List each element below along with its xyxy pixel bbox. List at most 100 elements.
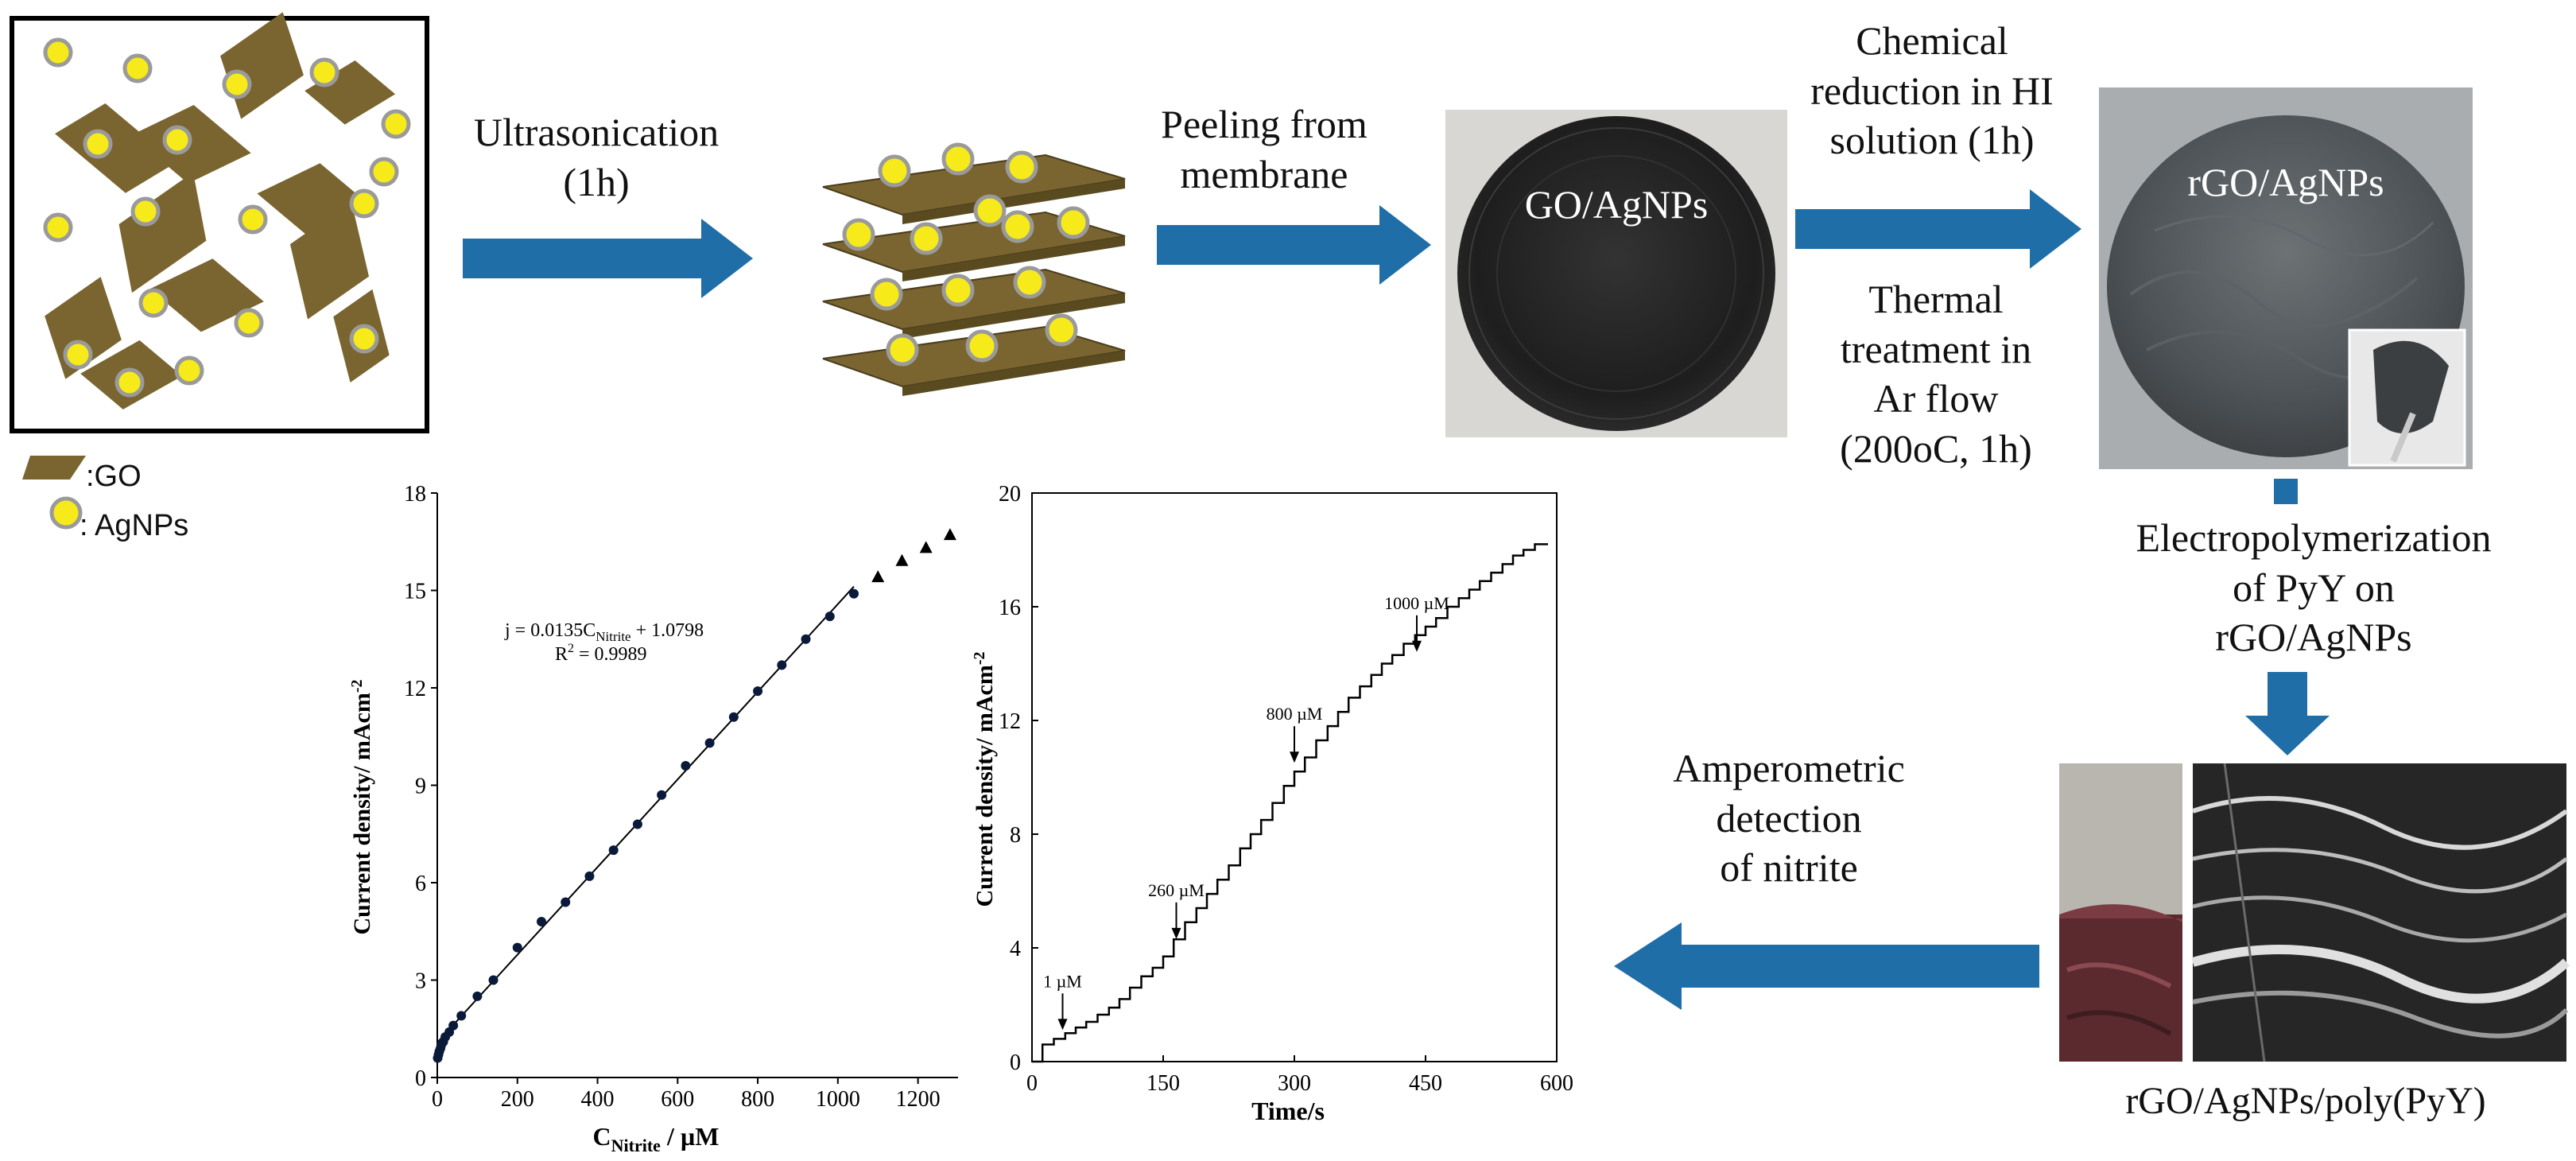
dispersion-box	[10, 12, 429, 433]
calibration-y-tick-label: 9	[415, 775, 426, 799]
amperometric-annotation: 260 µM	[1148, 880, 1205, 900]
amperometric-annotation: 1 µM	[1043, 971, 1082, 991]
stacked-agnp-particle	[886, 333, 919, 367]
stacked-agnp-particle	[1013, 266, 1046, 299]
photo-rgo-agnps: rGO/AgNPs	[2099, 87, 2473, 469]
calibration-point	[849, 588, 859, 599]
agnp-particle	[114, 367, 145, 398]
stacked-agnp-particle	[1057, 206, 1090, 239]
step-chemical-label: Chemical reduction in HI solution (1h)	[1789, 16, 2075, 165]
agnp-particle	[130, 196, 161, 227]
go-flake	[220, 12, 304, 119]
calibration-point	[584, 871, 595, 881]
calibration-x-tick-label: 400	[581, 1087, 615, 1112]
agnp-particle	[43, 212, 73, 243]
calibration-point	[681, 761, 691, 771]
agnp-particle	[122, 53, 153, 83]
amperometric-y-tick-label: 4	[1010, 937, 1021, 961]
agnp-particle	[369, 157, 399, 187]
step-ultrasonication-line1: Ultrasonication	[473, 110, 720, 154]
step-chemical-line3: solution (1h)	[1829, 118, 2035, 162]
photo-final-label: rGO/AgNPs/poly(PyY)	[2125, 1080, 2486, 1122]
step-thermal-line3: Ar flow	[1873, 376, 1999, 421]
calibration-triangle-point	[943, 528, 956, 541]
calibration-point	[537, 917, 546, 926]
calibration-point	[657, 790, 667, 800]
arrow-right-2	[1157, 205, 1431, 285]
agnp-particle	[309, 57, 339, 87]
photo-go-agnps: GO/AgNPs	[1445, 110, 1787, 437]
go-flake	[118, 172, 207, 293]
agnp-particle	[43, 37, 73, 68]
agnp-particle	[381, 109, 411, 139]
agnp-particle	[222, 69, 252, 99]
amperometric-annotation-arrowhead	[1057, 1019, 1068, 1031]
amperometric-y-tick-label: 12	[999, 709, 1021, 734]
agnp-particle	[138, 288, 169, 318]
amperometric-annotation: 1000 µM	[1384, 593, 1449, 613]
go-flake	[149, 258, 264, 332]
calibration-point	[608, 845, 619, 856]
step-thermal-line4: (200oC, 1h)	[1840, 425, 2032, 471]
legend-symbols	[22, 456, 86, 530]
calibration-point	[448, 1020, 459, 1031]
calibration-equation: j = 0.0135CNitrite + 1.0798	[504, 620, 704, 644]
calibration-y-tick-label: 15	[404, 580, 426, 604]
step-amperometric-label: Amperometric detection of nitrite	[1630, 744, 1948, 893]
photo-go-agnps-label: GO/AgNPs	[1524, 182, 1709, 227]
calibration-y-tick-label: 3	[415, 969, 426, 994]
arrow-down	[2245, 672, 2330, 755]
legend-go-flake	[22, 456, 86, 480]
legend-agnps-label: : AgNPs	[80, 509, 189, 542]
agnp-particle	[349, 188, 379, 219]
amperometric-y-tick-label: 0	[1010, 1050, 1021, 1075]
step-peeling-line2: membrane	[1180, 151, 1348, 196]
step-electropoly-line1: Electropolymerization	[2136, 515, 2492, 560]
amperometric-y-tick-label: 20	[999, 482, 1021, 507]
amperometric-x-tick-label: 0	[1026, 1071, 1038, 1096]
agnp-particle	[83, 129, 113, 159]
calibration-point	[512, 942, 522, 953]
stacked-agnp-particle	[1005, 150, 1038, 184]
step-amperometric-line2: detection	[1716, 795, 1862, 841]
legend-agnp-particle	[49, 496, 83, 530]
calibration-point	[472, 991, 483, 1001]
step-electropoly-label: Electropolymerization of PyY on rGO/AgNP…	[2067, 513, 2560, 662]
stacked-layer-edge	[902, 179, 1125, 224]
stacked-agnp-particle	[941, 274, 975, 307]
calibration-x-axis-label: CNitrite / µM	[593, 1122, 720, 1155]
step-electropoly-line2: of PyY on	[2233, 565, 2395, 610]
calibration-x-tick-label: 1000	[816, 1087, 860, 1112]
amperometric-x-tick-label: 600	[1540, 1071, 1573, 1096]
photo-rgo-agnps-label: rGO/AgNPs	[2187, 160, 2384, 204]
step-thermal-line1: Thermal	[1868, 277, 2004, 321]
calibration-point	[561, 897, 571, 907]
agnp-particle	[238, 204, 268, 235]
calibration-y-tick-label: 18	[404, 482, 426, 507]
calibration-point	[632, 819, 642, 829]
calibration-point	[704, 738, 715, 748]
amperometric-x-tick-label: 450	[1409, 1071, 1442, 1096]
amperometric-y-tick-label: 8	[1010, 823, 1021, 848]
calibration-point	[801, 634, 811, 644]
calibration-r2: R2 = 0.9989	[555, 642, 647, 665]
calibration-x-tick-label: 0	[432, 1087, 443, 1112]
calibration-triangle-point	[895, 553, 909, 566]
step-peeling-line1: Peeling from	[1161, 102, 1368, 146]
stacked-layer-edge	[902, 236, 1125, 282]
photo-optical-final	[2059, 763, 2182, 1062]
calibration-x-tick-label: 600	[661, 1087, 694, 1112]
stacked-agnp-particle	[910, 222, 943, 255]
step-amperometric-line1: Amperometric	[1673, 746, 1905, 790]
down-arrow-stub	[2274, 479, 2298, 504]
amperometric-x-axis-label: Time/s	[1251, 1097, 1325, 1125]
calibration-triangle-point	[871, 570, 885, 583]
agnp-particle	[162, 125, 192, 155]
step-ultrasonication-label: Ultrasonication (1h)	[445, 107, 747, 207]
step-thermal-label: Thermal treatment in Ar flow (200oC, 1h)	[1813, 274, 2059, 473]
agnp-particle	[234, 308, 264, 338]
stacked-agnp-particle	[870, 278, 903, 311]
calibration-x-tick-label: 800	[741, 1087, 774, 1112]
